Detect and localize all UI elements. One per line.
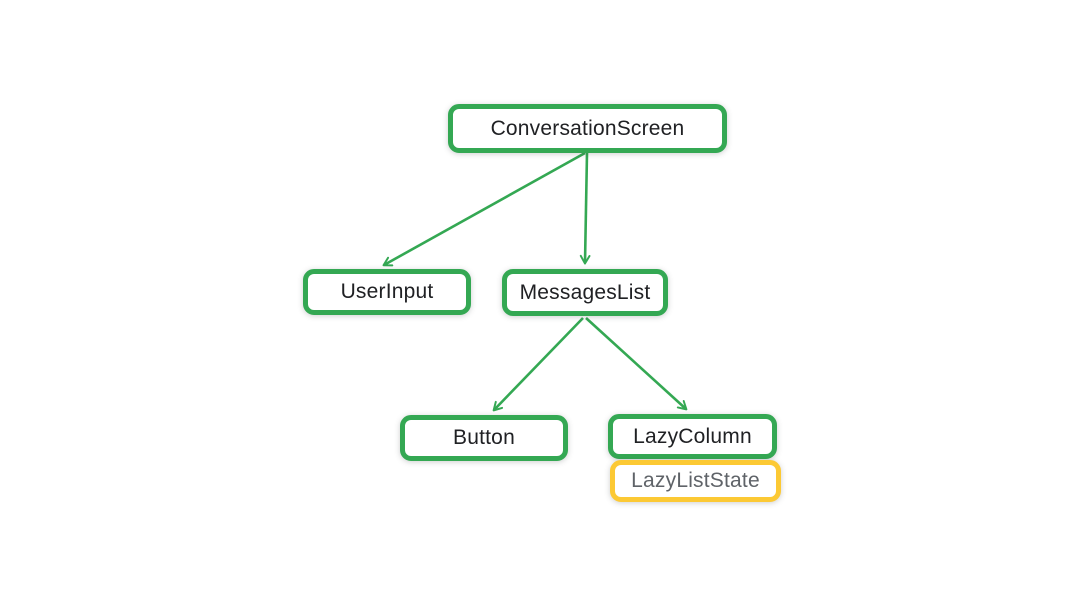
edge-messageslist-button bbox=[492, 317, 584, 412]
node-messages-list: MessagesList bbox=[502, 269, 668, 316]
node-lazy-list-state: LazyListState bbox=[610, 460, 781, 502]
node-label: LazyColumn bbox=[633, 424, 752, 448]
node-label: Button bbox=[453, 426, 515, 449]
edge-messageslist-lazycolumn bbox=[585, 317, 688, 411]
node-label: ConversationScreen bbox=[490, 116, 685, 140]
node-conversation-screen: ConversationScreen bbox=[448, 104, 727, 153]
node-label: LazyListState bbox=[631, 469, 760, 492]
edge-conversationscreen-userinput bbox=[382, 151, 586, 267]
node-lazy-column: LazyColumn bbox=[608, 414, 777, 459]
node-user-input: UserInput bbox=[303, 269, 471, 315]
node-button: Button bbox=[400, 415, 568, 461]
node-label: MessagesList bbox=[519, 280, 651, 304]
node-label: UserInput bbox=[340, 280, 434, 303]
edge-conversationscreen-messageslist bbox=[579, 152, 591, 265]
